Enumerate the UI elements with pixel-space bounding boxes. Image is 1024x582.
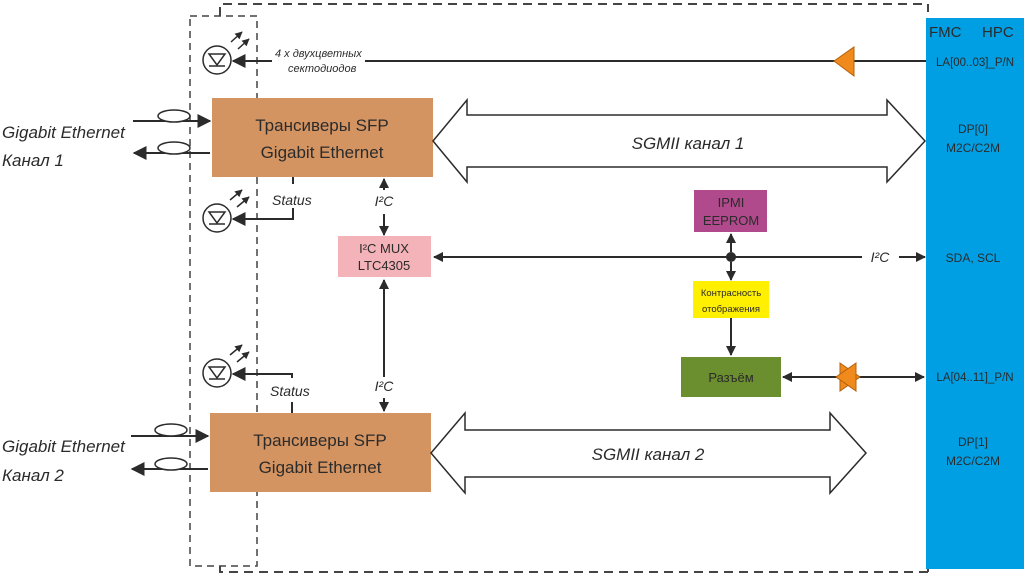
sfp-subtitle-ch1: Gigabit Ethernet bbox=[261, 143, 384, 162]
eeprom-subtitle: EEPROM bbox=[703, 213, 759, 228]
bidirectional-buffer-icon bbox=[835, 362, 861, 392]
front-panel-boundary bbox=[189, 15, 258, 567]
sgmii-label-ch2: SGMII канал 2 bbox=[592, 445, 705, 464]
bus-junction bbox=[726, 252, 736, 262]
pin-dp0: DP[0] bbox=[958, 122, 988, 136]
pin-dp1: DP[1] bbox=[958, 435, 988, 449]
led-label-2: сектодиодов bbox=[288, 63, 357, 75]
port-label-ch2: Gigabit Ethernet bbox=[2, 437, 126, 456]
pin-dp0-dir: M2C/C2M bbox=[946, 141, 1000, 155]
led-label: 4 х двухцветных bbox=[275, 48, 362, 60]
sfp-block-ch2 bbox=[210, 413, 431, 492]
status-line-ch2 bbox=[233, 374, 293, 413]
i2c-mux-block bbox=[338, 236, 431, 277]
led-indicator-ch2 bbox=[202, 344, 250, 388]
i2c-label-ch2: I²C bbox=[375, 378, 395, 394]
pin-la-leds: LA[00..03]_P/N bbox=[936, 57, 1014, 69]
ipmi-eeprom-block bbox=[694, 190, 767, 232]
contrast-title: Контрасность bbox=[701, 288, 761, 299]
sgmii-arrow-ch1 bbox=[432, 97, 927, 185]
fiber-icon bbox=[154, 457, 188, 471]
pin-la-conn: LA[04..11]_P/N bbox=[936, 372, 1013, 384]
led-indicator-top bbox=[202, 31, 250, 75]
sfp-block-ch1 bbox=[212, 98, 433, 177]
connector-label: Разъём bbox=[708, 370, 753, 385]
sgmii-label-ch1: SGMII канал 1 bbox=[632, 134, 745, 153]
i2c-label-ch1: I²C bbox=[375, 193, 395, 209]
contrast-subtitle: отображения bbox=[702, 304, 760, 315]
port-label-ch1: Gigabit Ethernet bbox=[2, 123, 126, 142]
pin-i2c: SDA, SCL bbox=[946, 251, 1001, 265]
status-label-ch1: Status bbox=[272, 192, 312, 208]
buffer-icon bbox=[833, 46, 855, 77]
i2c-bus-label: I²C bbox=[871, 249, 891, 265]
fiber-icon bbox=[154, 423, 188, 437]
connector-block bbox=[681, 357, 781, 397]
sfp-subtitle-ch2: Gigabit Ethernet bbox=[259, 458, 382, 477]
mux-title: I²C MUX bbox=[359, 241, 409, 256]
contrast-block bbox=[693, 281, 769, 318]
fiber-icon bbox=[157, 109, 191, 123]
led-indicator-ch1 bbox=[202, 189, 250, 233]
port-label-ch2-num: Канал 2 bbox=[2, 466, 64, 485]
fmc-title: FMC bbox=[929, 24, 962, 41]
status-label-ch2: Status bbox=[270, 383, 310, 399]
pin-dp1-dir: M2C/C2M bbox=[946, 454, 1000, 468]
fiber-icon bbox=[157, 141, 191, 155]
board-boundary bbox=[219, 3, 928, 573]
sgmii-arrow-ch2 bbox=[430, 410, 868, 496]
eeprom-title: IPMI bbox=[718, 195, 745, 210]
mux-part: LTC4305 bbox=[358, 258, 411, 273]
fmc-connector bbox=[926, 18, 1024, 569]
sfp-title-ch2: Трансиверы SFP bbox=[253, 431, 386, 450]
sfp-title-ch1: Трансиверы SFP bbox=[255, 116, 388, 135]
port-label-ch1-num: Канал 1 bbox=[2, 151, 64, 170]
fmc-title-hpc: HPC bbox=[982, 24, 1014, 41]
status-line-ch1 bbox=[233, 177, 294, 219]
